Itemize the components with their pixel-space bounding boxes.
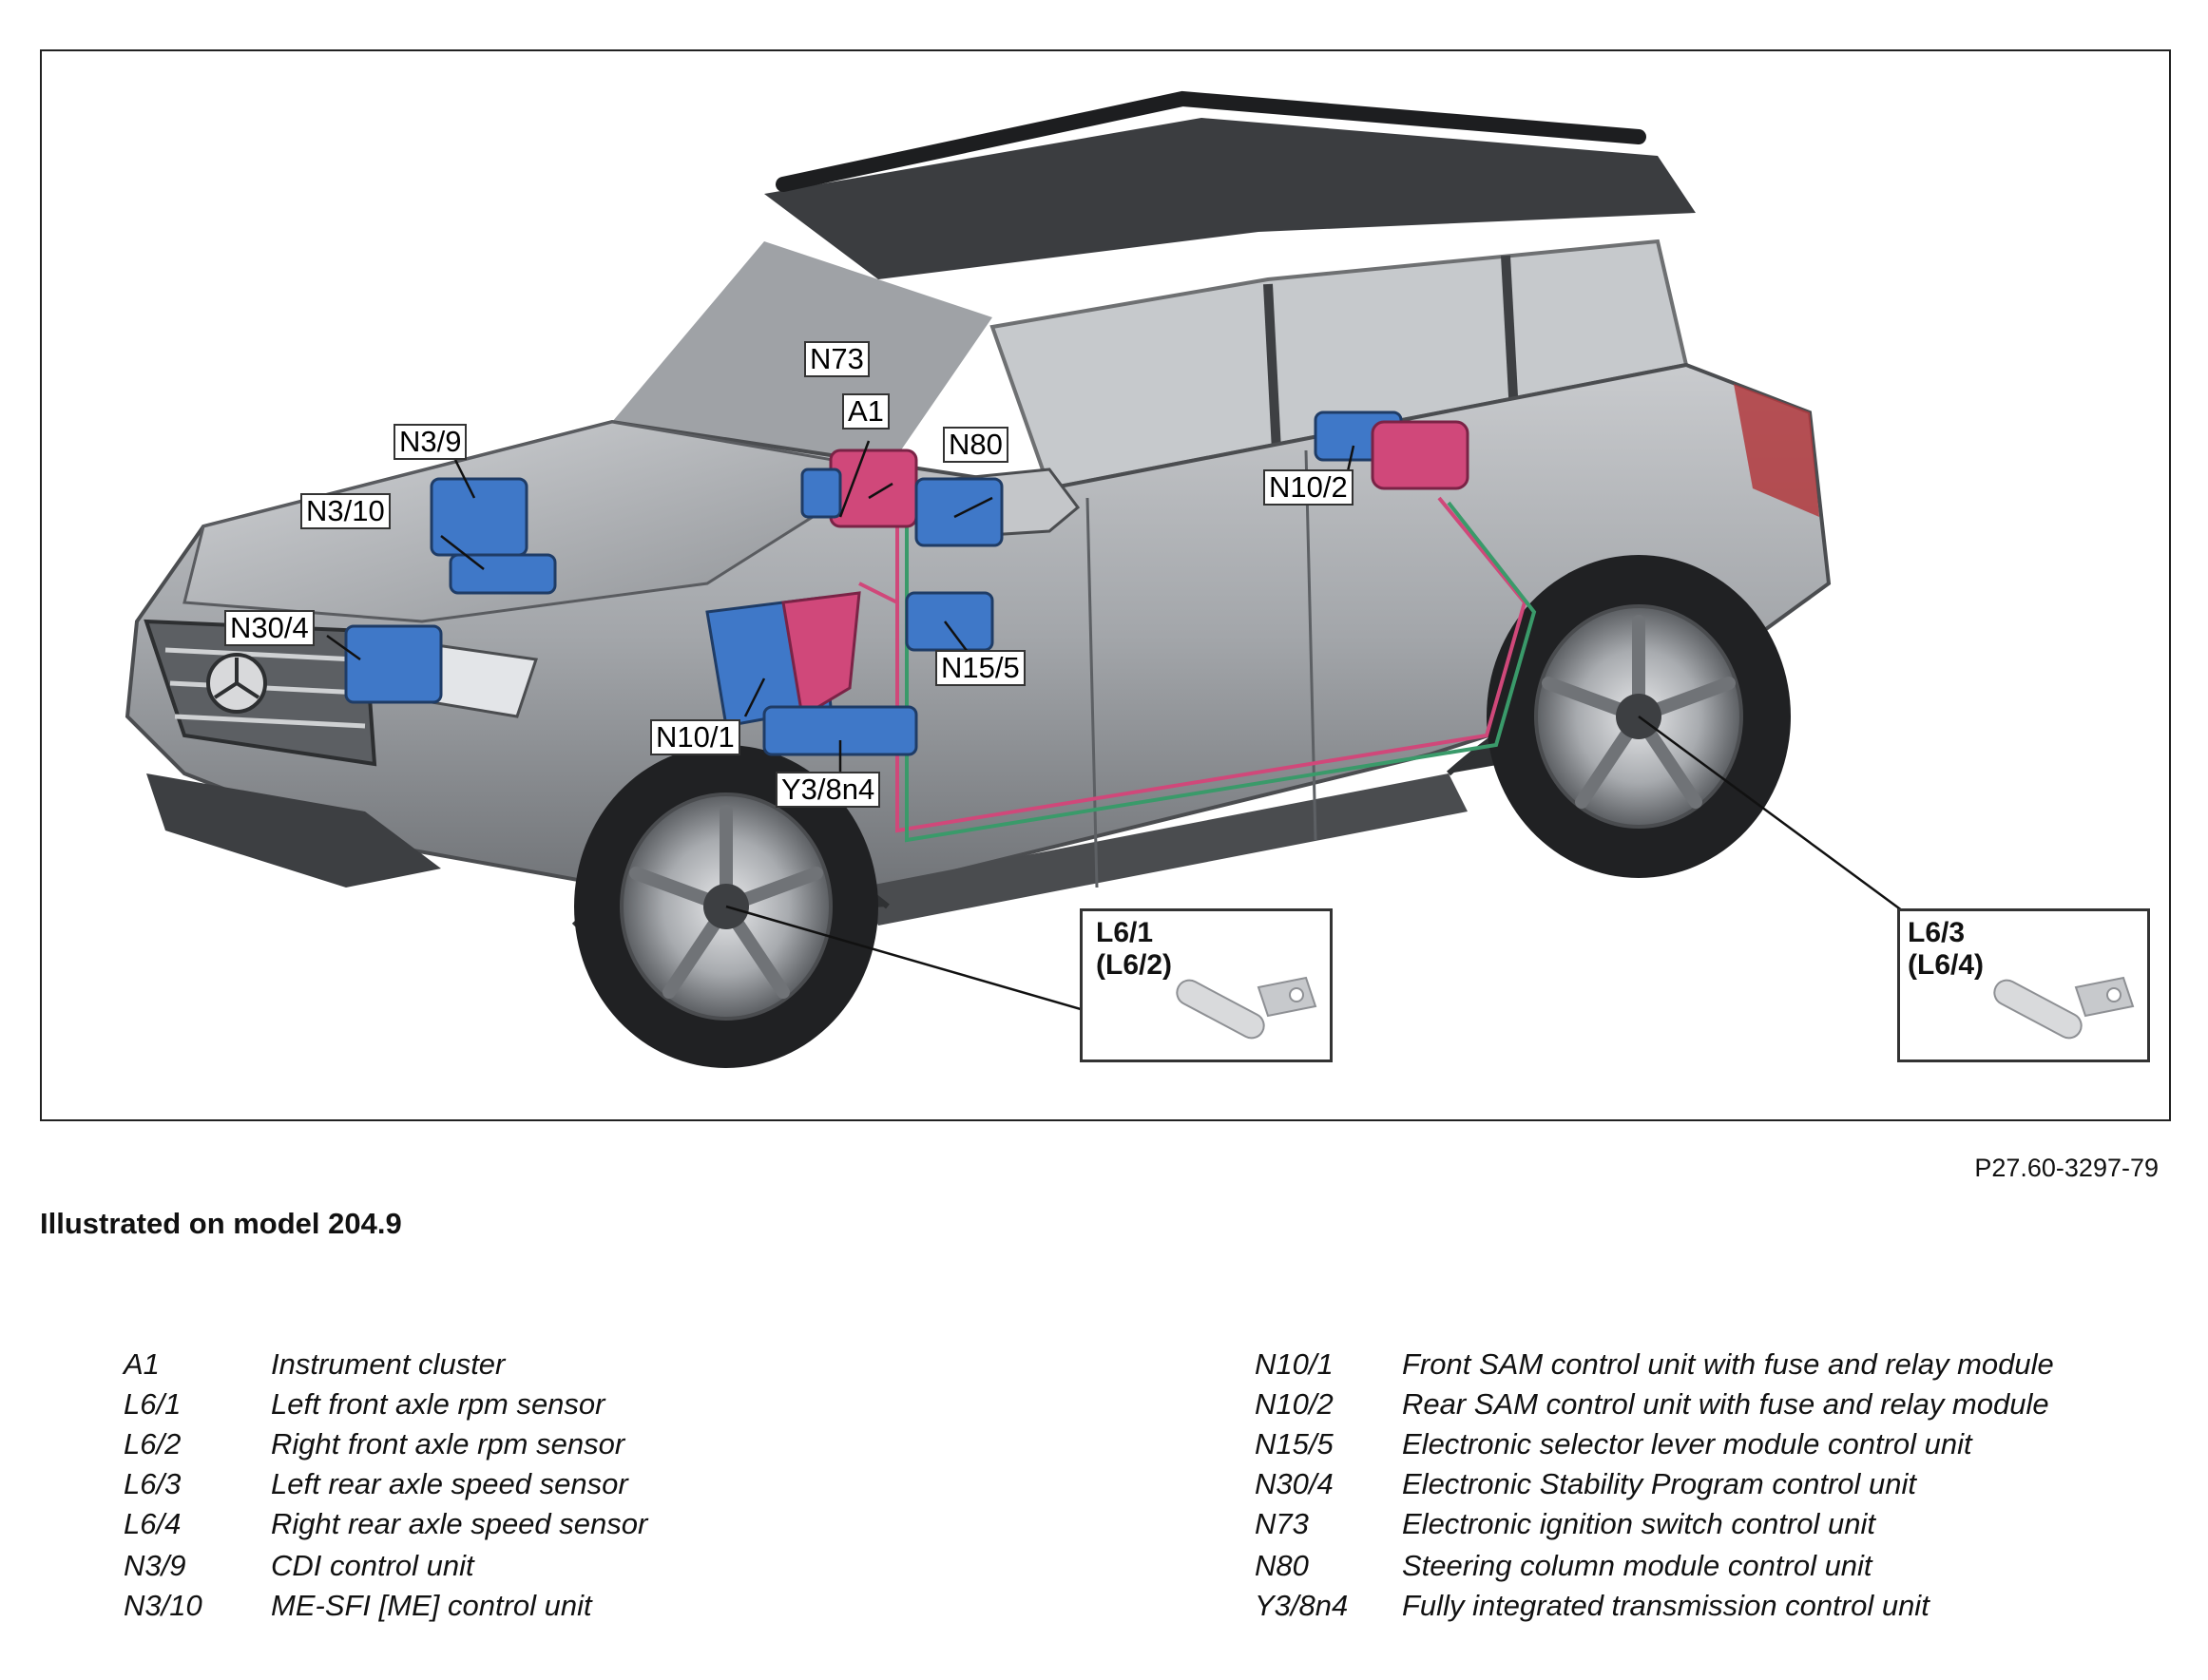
callout-n10-1: N10/1 (650, 719, 740, 755)
figure-caption: Illustrated on model 204.9 (40, 1207, 402, 1240)
component-a1 (800, 449, 918, 528)
callout-n80: N80 (943, 427, 1008, 463)
callout-n15-5: N15/5 (935, 650, 1026, 686)
legend-code: Y3/8n4 (1255, 1589, 1349, 1622)
legend-right: N10/1 Front SAM control unit with fuse an… (1255, 1347, 2167, 1629)
windshield (612, 241, 992, 469)
legend-code: N10/2 (1255, 1387, 1334, 1421)
callout-n10-2: N10/2 (1263, 469, 1354, 506)
legend-code: L6/4 (124, 1507, 182, 1540)
legend-row: N73 Electronic ignition switch control un… (1255, 1507, 2167, 1549)
legend-desc: Right rear axle speed sensor (271, 1507, 648, 1540)
legend-row: N30/4 Electronic Stability Program contro… (1255, 1467, 2167, 1507)
callout-n73: N73 (804, 341, 870, 377)
legend-row: L6/1 Left front axle rpm sensor (124, 1387, 1122, 1427)
legend-code: L6/3 (124, 1467, 182, 1500)
legend-code: L6/1 (124, 1387, 182, 1421)
legend-code: N3/10 (124, 1589, 202, 1622)
legend-row: N15/5 Electronic selector lever module co… (1255, 1427, 2167, 1467)
legend-code: L6/2 (124, 1427, 182, 1460)
legend-desc: CDI control unit (271, 1549, 474, 1582)
callout-n3-10: N3/10 (300, 493, 391, 529)
legend-code: A1 (124, 1347, 160, 1381)
inset-rear-label-2: (L6/4) (1908, 949, 1985, 981)
legend-code: N15/5 (1255, 1427, 1334, 1460)
legend-row: N3/10 ME-SFI [ME] control unit (124, 1589, 1122, 1629)
component-n15-5 (905, 591, 994, 652)
legend-desc: Right front axle rpm sensor (271, 1427, 625, 1460)
diagram-frame: N73 A1 N80 N3/9 N3/10 N30/4 N10/2 N15/5 … (40, 49, 2171, 1121)
inset-rear-label-1: L6/3 (1908, 917, 1966, 948)
rear-lamp (1734, 384, 1819, 517)
legend-row: N10/1 Front SAM control unit with fuse an… (1255, 1347, 2167, 1387)
legend-desc: Left rear axle speed sensor (271, 1467, 628, 1500)
legend-code: N3/9 (124, 1549, 186, 1582)
legend-desc: Front SAM control unit with fuse and rel… (1402, 1347, 2054, 1381)
legend-desc: Fully integrated transmission control un… (1402, 1589, 1930, 1622)
legend-code: N80 (1255, 1549, 1309, 1582)
callout-n3-9: N3/9 (394, 424, 468, 460)
legend-desc: Electronic selector lever module control… (1402, 1427, 1972, 1460)
component-n80 (914, 477, 1004, 547)
legend-row: L6/4 Right rear axle speed sensor (124, 1507, 1122, 1549)
inset-front-label-2: (L6/2) (1096, 949, 1173, 981)
legend-row: A1 Instrument cluster (124, 1347, 1122, 1387)
component-n30-4 (344, 624, 443, 704)
callout-n30-4: N30/4 (224, 610, 315, 646)
roof (764, 118, 1696, 279)
legend-row: N10/2 Rear SAM control unit with fuse and… (1255, 1387, 2167, 1427)
legend-row: Y3/8n4 Fully integrated transmission cont… (1255, 1589, 2167, 1629)
legend-row: N80 Steering column module control unit (1255, 1549, 2167, 1589)
speed-sensor-icon (1993, 976, 2135, 1040)
legend-desc: Left front axle rpm sensor (271, 1387, 605, 1421)
callout-y3-8n4: Y3/8n4 (776, 772, 881, 808)
legend-code: N73 (1255, 1507, 1309, 1540)
leader-lines (326, 440, 1910, 1013)
rpm-sensor-icon (1176, 976, 1317, 1040)
inset-front-label-1: L6/1 (1096, 917, 1154, 948)
component-n3-9 (430, 477, 528, 557)
legend-code: N30/4 (1255, 1467, 1334, 1500)
legend-code: N10/1 (1255, 1347, 1334, 1381)
front-bumper (146, 773, 441, 888)
callout-a1: A1 (842, 393, 890, 430)
legend-desc: ME-SFI [ME] control unit (271, 1589, 592, 1622)
legend-row: N3/9 CDI control unit (124, 1549, 1122, 1589)
legend-desc: Electronic ignition switch control unit (1402, 1507, 1875, 1540)
inset-front-sensor: L6/1 (L6/2) (1080, 908, 1333, 1062)
legend-desc: Rear SAM control unit with fuse and rela… (1402, 1387, 2049, 1421)
component-n3-10 (449, 553, 557, 595)
legend-desc: Electronic Stability Program control uni… (1402, 1467, 1917, 1500)
component-n10-1 (705, 591, 861, 728)
legend-left: A1 Instrument cluster L6/1 Left front axle… (124, 1347, 1122, 1629)
hood (182, 420, 893, 623)
component-n10-2 (1314, 410, 1469, 490)
legend-row: L6/3 Left rear axle speed sensor (124, 1467, 1122, 1507)
figure-code: P27.60-3297-79 (1974, 1154, 2159, 1182)
vehicle-illustration (125, 90, 1910, 1068)
legend-desc: Instrument cluster (271, 1347, 506, 1381)
inset-rear-sensor: L6/3 (L6/4) (1897, 908, 2150, 1062)
legend-row: L6/2 Right front axle rpm sensor (124, 1427, 1122, 1467)
legend-desc: Steering column module control unit (1402, 1549, 1872, 1582)
roof-rail (776, 90, 1646, 192)
